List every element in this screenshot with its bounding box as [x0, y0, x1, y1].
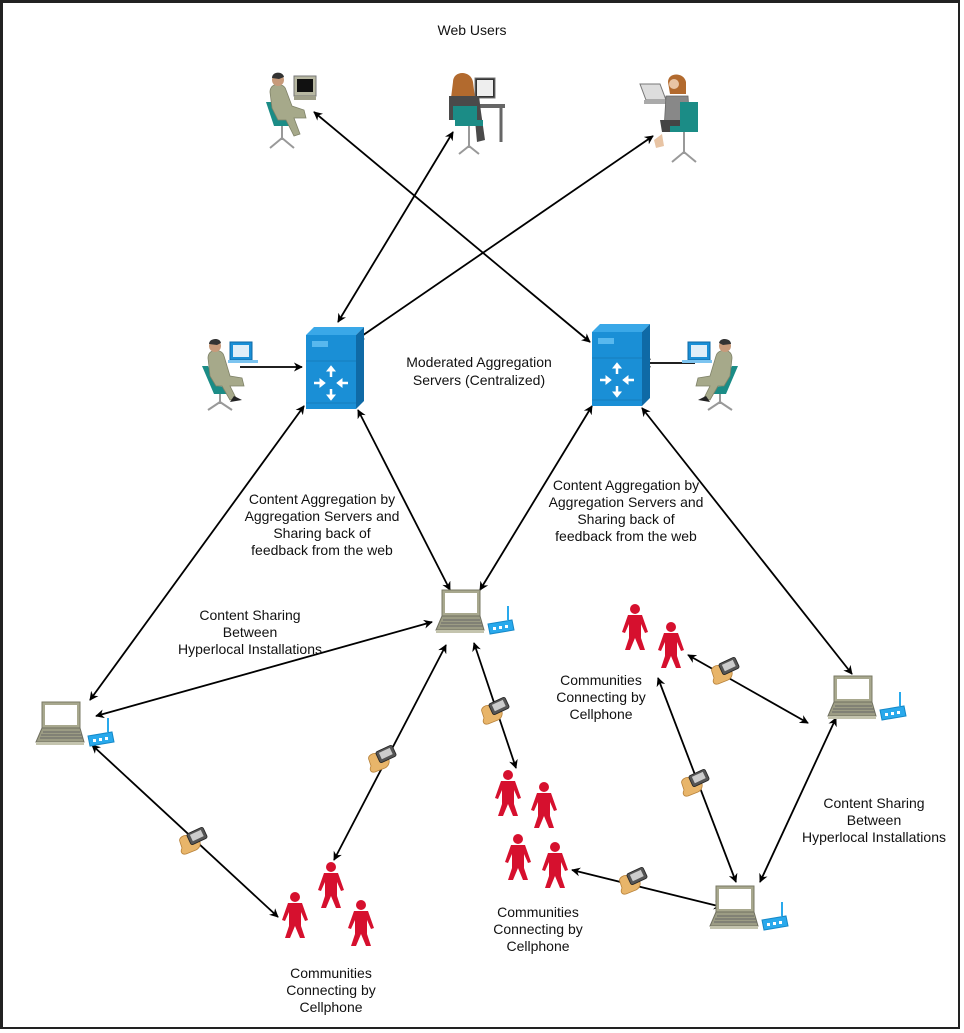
label-aggregation-right: Content Aggregation by Aggregation Serve… — [549, 477, 704, 544]
svg-text:Aggregation Servers and: Aggregation Servers and — [549, 494, 704, 510]
svg-text:Between: Between — [847, 812, 901, 828]
svg-text:Content Aggregation by: Content Aggregation by — [249, 491, 395, 507]
edge-community-right-hyperlocal-right — [687, 654, 809, 724]
edge-server-left-hyperlocal-center — [357, 409, 451, 591]
edge-server-right-hyperlocal-center — [479, 405, 593, 591]
label-community-right: Communities Connecting by Cellphone — [556, 672, 646, 722]
hyperlocal-bottom-right-laptop-icon — [709, 885, 789, 931]
svg-text:feedback from the web: feedback from the web — [555, 528, 697, 544]
svg-text:Communities: Communities — [290, 965, 372, 981]
person-icon — [622, 604, 648, 650]
svg-text:Sharing back of: Sharing back of — [577, 511, 674, 527]
person-icon — [318, 862, 344, 908]
edge-webuser3-server-left — [355, 135, 654, 341]
svg-text:Connecting by: Connecting by — [556, 689, 646, 705]
edge-webuser2-server-left — [337, 131, 454, 323]
svg-text:Communities: Communities — [497, 904, 579, 920]
svg-text:Connecting by: Connecting by — [286, 982, 376, 998]
person-icon — [348, 900, 374, 946]
community-bottom-center-group — [495, 770, 568, 888]
svg-text:Communities: Communities — [560, 672, 642, 688]
svg-text:Hyperlocal Installations: Hyperlocal Installations — [802, 829, 946, 845]
svg-text:Cellphone: Cellphone — [506, 938, 569, 954]
cellphone-icon — [681, 768, 711, 797]
label-sharing-left: Content Sharing Between Hyperlocal Insta… — [178, 607, 322, 657]
edge-hyperlocal-left-community — [91, 744, 279, 918]
hyperlocal-center-laptop-icon — [435, 589, 515, 635]
label-aggregation-left: Content Aggregation by Aggregation Serve… — [245, 491, 400, 558]
label-community-bottom-left: Communities Connecting by Cellphone — [286, 965, 376, 1015]
hyperlocal-left-laptop-icon — [35, 701, 115, 747]
person-icon — [282, 892, 308, 938]
svg-text:Between: Between — [223, 624, 277, 640]
web-user-desktop-icon — [266, 72, 317, 149]
edge-hyperlocal-center-hyperlocal-left — [95, 619, 433, 719]
moderator-left-icon — [201, 337, 258, 411]
svg-text:Servers (Centralized): Servers (Centralized) — [413, 372, 545, 388]
community-bottom-left-group — [282, 862, 374, 946]
svg-text:Content Sharing: Content Sharing — [199, 607, 300, 623]
svg-text:Hyperlocal Installations: Hyperlocal Installations — [178, 641, 322, 657]
person-icon — [495, 770, 521, 816]
svg-text:Moderated Aggregation: Moderated Aggregation — [406, 354, 552, 370]
svg-text:Aggregation Servers and: Aggregation Servers and — [245, 508, 400, 524]
person-icon — [531, 782, 557, 828]
label-sharing-right: Content Sharing Between Hyperlocal Insta… — [802, 795, 946, 845]
edge-server-right-hyperlocal-right — [641, 407, 853, 675]
cellphone-icon — [619, 866, 649, 895]
person-icon — [658, 622, 684, 668]
diagram-title: Web Users — [438, 22, 507, 38]
svg-text:Cellphone: Cellphone — [299, 999, 362, 1015]
svg-text:Connecting by: Connecting by — [493, 921, 583, 937]
label-community-bottom-center: Communities Connecting by Cellphone — [493, 904, 583, 954]
hyperlocal-right-laptop-icon — [827, 675, 907, 721]
moderator-right-icon — [682, 337, 739, 411]
person-icon — [542, 842, 568, 888]
svg-text:Content Aggregation by: Content Aggregation by — [553, 477, 699, 493]
cellphone-icon — [481, 696, 511, 725]
svg-text:Cellphone: Cellphone — [569, 706, 632, 722]
server-right-icon — [590, 322, 652, 408]
edge-webuser1-server-right — [313, 111, 591, 343]
label-servers: Moderated Aggregation Servers (Centraliz… — [406, 354, 552, 388]
svg-text:feedback from the web: feedback from the web — [251, 542, 393, 558]
community-right-group — [622, 604, 684, 668]
web-user-laptop-icon — [639, 74, 698, 163]
edges-layer — [89, 111, 853, 918]
svg-text:Content Sharing: Content Sharing — [823, 795, 924, 811]
person-icon — [505, 834, 531, 880]
edge-hyperlocal-right-hyperlocal-br — [759, 717, 837, 883]
cellphone-icon — [368, 744, 398, 773]
svg-text:Sharing back of: Sharing back of — [273, 525, 370, 541]
web-user-desk-icon — [449, 73, 505, 155]
cellphone-icon — [711, 656, 741, 685]
server-left-icon — [304, 325, 366, 411]
edge-community-center-hyperlocal-br — [571, 867, 723, 910]
